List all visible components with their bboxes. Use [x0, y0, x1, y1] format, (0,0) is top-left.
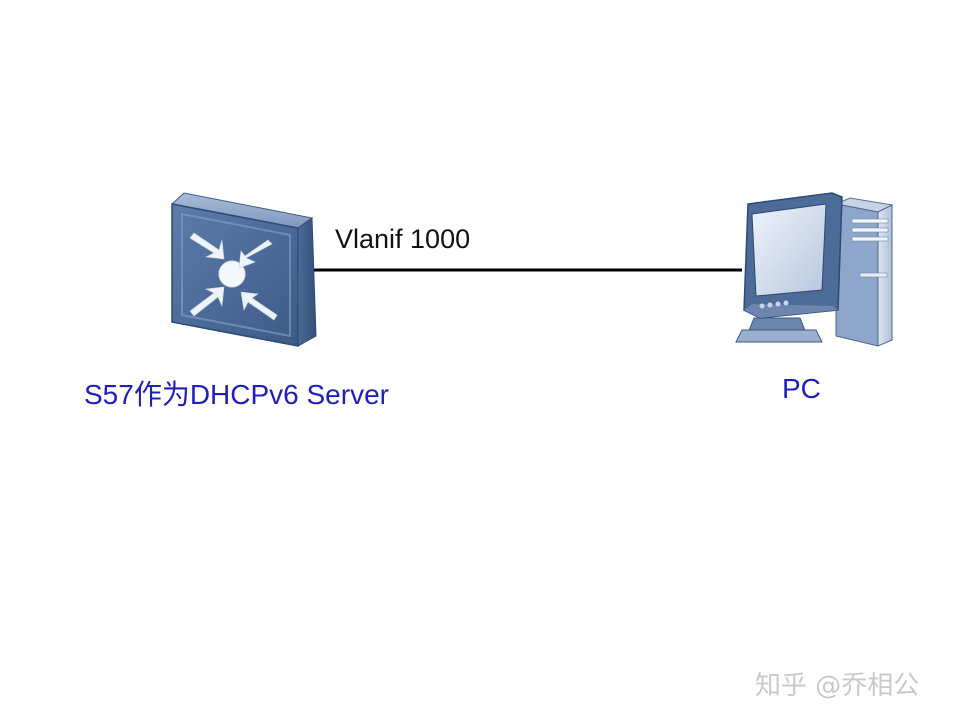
watermark: 知乎 @乔相公: [755, 671, 920, 701]
l3-switch-icon: [170, 192, 317, 347]
link-label: Vlanif 1000: [335, 224, 471, 254]
switch-label: S57作为DHCPv6 Server: [84, 379, 389, 410]
desktop-pc-icon: [735, 192, 894, 347]
pc-label: PC: [782, 373, 821, 404]
